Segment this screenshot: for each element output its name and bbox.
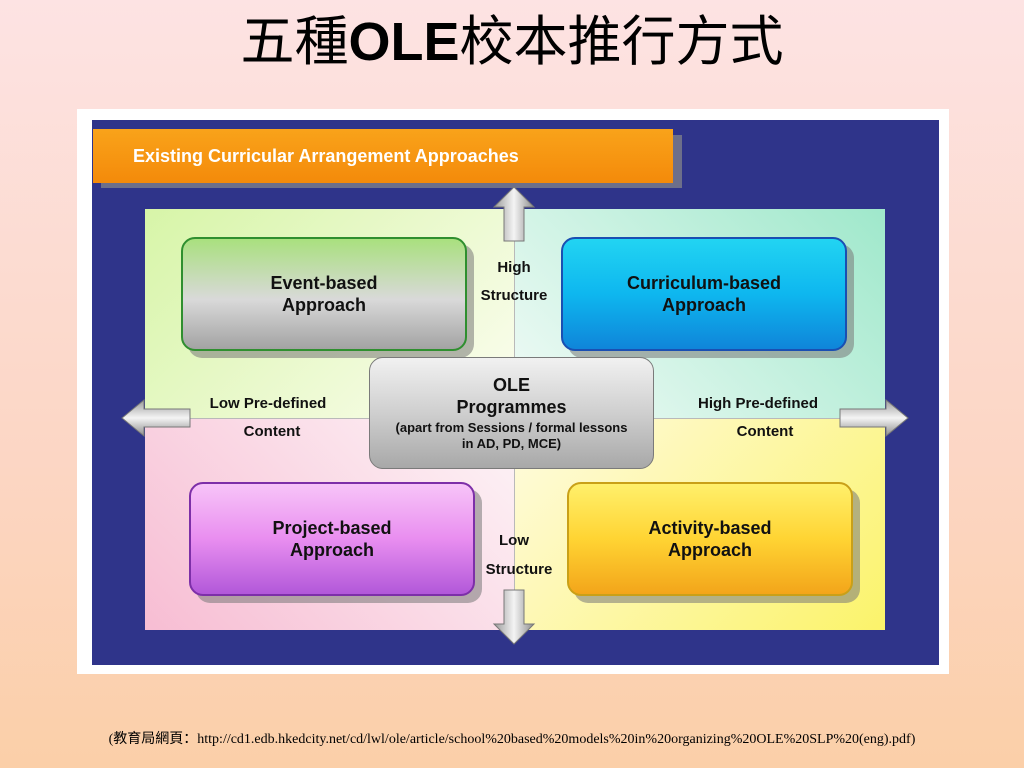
axis-left-label-line2: Content bbox=[243, 423, 301, 440]
axis-right-label-line1: High Pre-defined bbox=[697, 395, 818, 412]
ole-box-line1: OLE bbox=[492, 375, 530, 395]
event-box-line1: Event-based bbox=[270, 273, 378, 293]
axis-top-label-line2: Structure bbox=[480, 287, 548, 304]
curriculum-box-line2: Approach bbox=[661, 295, 746, 315]
project-based-approach-box: Project-based Approach bbox=[189, 482, 475, 596]
event-box-line2: Approach bbox=[281, 295, 366, 315]
ole-box-line2: Programmes bbox=[456, 397, 567, 417]
arrow-left-icon bbox=[121, 398, 191, 438]
slide-title: 五種OLE校本推行方式 bbox=[0, 2, 1024, 82]
axis-right-label-line2: Content bbox=[736, 423, 794, 440]
axis-bottom-label-line2: Structure bbox=[485, 561, 553, 578]
ole-box-line3: (apart from Sessions / formal lessons bbox=[395, 420, 628, 435]
curriculum-box-line1: Curriculum-based bbox=[626, 273, 782, 293]
activity-box-line1: Activity-based bbox=[648, 518, 772, 538]
ole-programmes-box: OLE Programmes (apart from Sessions / fo… bbox=[369, 357, 654, 469]
activity-box-line2: Approach bbox=[667, 540, 752, 560]
title-ole: OLE bbox=[348, 12, 460, 72]
axis-bottom-label-line1: Low bbox=[499, 532, 529, 549]
title-prefix: 五種 bbox=[240, 10, 349, 73]
axis-left-label-line1: Low Pre-defined bbox=[209, 395, 327, 412]
project-box-line1: Project-based bbox=[272, 518, 392, 538]
activity-based-approach-box: Activity-based Approach bbox=[567, 482, 853, 596]
arrow-down-icon bbox=[492, 589, 536, 645]
source-citation: (教育局網頁：http://cd1.edb.hkedcity.net/cd/lw… bbox=[108, 732, 916, 747]
title-suffix: 校本推行方式 bbox=[459, 10, 784, 73]
axis-top-label-line1: High bbox=[497, 259, 531, 276]
project-box-line2: Approach bbox=[289, 540, 374, 560]
event-based-approach-box: Event-based Approach bbox=[181, 237, 467, 351]
diagram-banner: Existing Curricular Arrangement Approach… bbox=[93, 129, 673, 183]
curriculum-based-approach-box: Curriculum-based Approach bbox=[561, 237, 847, 351]
ole-box-line4: in AD, PD, MCE) bbox=[461, 436, 562, 451]
arrow-up-icon bbox=[492, 186, 536, 242]
arrow-right-icon bbox=[839, 398, 909, 438]
